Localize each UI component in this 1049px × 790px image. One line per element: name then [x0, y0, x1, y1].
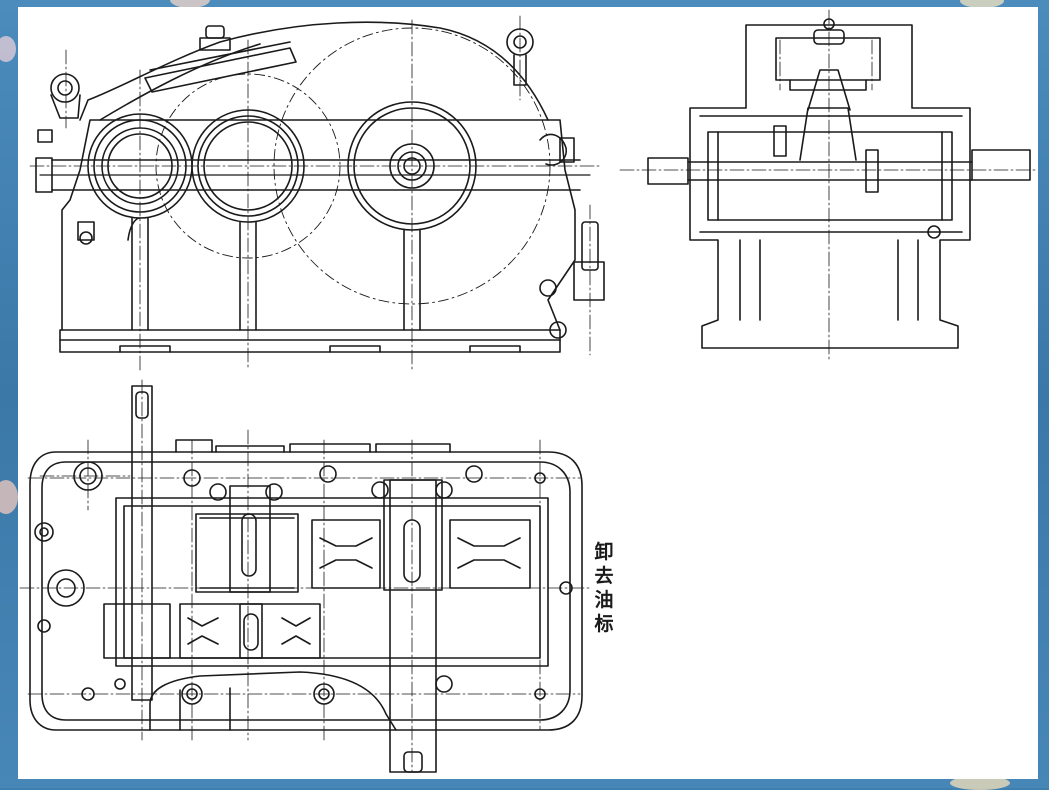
- flower-decoration-top-left: [170, 0, 210, 8]
- side-view: [619, 9, 1037, 361]
- annotation-text: 卸去油标: [594, 541, 614, 635]
- flower-decoration-top-right: [960, 0, 1004, 8]
- flower-decoration-left: [0, 480, 18, 514]
- oil-gauge-removed-label: 卸去油标: [592, 540, 616, 636]
- flower-decoration-left-top: [0, 36, 16, 62]
- drawing-sheet: 卸去油标: [18, 7, 1038, 779]
- flower-decoration-bottom: [950, 776, 1010, 790]
- top-view: [19, 379, 591, 773]
- gear-reducer-assembly-drawing: [19, 9, 1037, 773]
- front-view: [29, 15, 605, 371]
